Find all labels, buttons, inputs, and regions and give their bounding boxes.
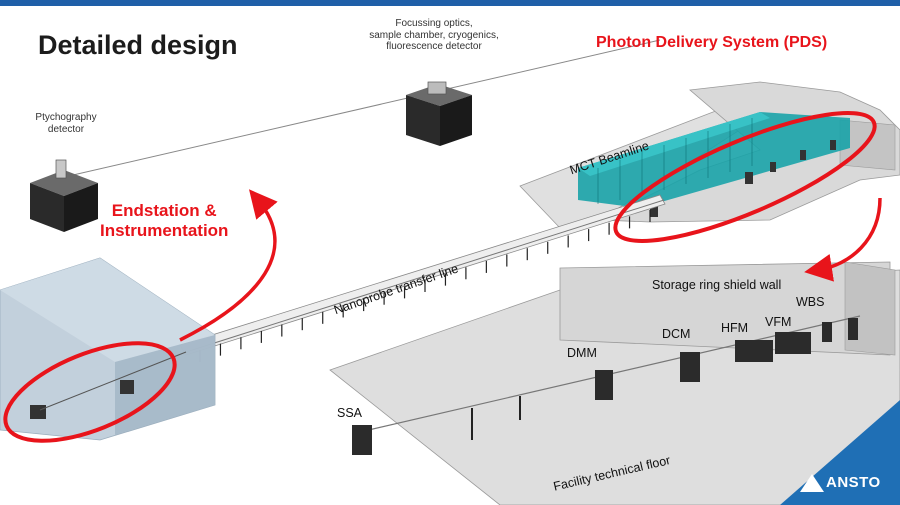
dmm-label: DMM	[567, 346, 597, 360]
hfm-label: HFM	[721, 321, 748, 335]
optics-label: Focussing optics, sample chamber, cryoge…	[352, 18, 516, 53]
top-banner	[0, 0, 900, 6]
endstation-enclosure	[0, 258, 215, 440]
focussing-optics-icon	[406, 82, 472, 146]
pds-arrow	[818, 198, 880, 270]
vfm-label: VFM	[765, 315, 791, 329]
page-title: Detailed design	[38, 30, 238, 61]
ptychography-detector-icon	[30, 160, 98, 232]
ssa-label: SSA	[337, 406, 362, 420]
shield-wall-label: Storage ring shield wall	[652, 278, 781, 292]
ptychography-label: Ptychography detector	[16, 112, 116, 135]
dcm-label: DCM	[662, 327, 690, 341]
wbs-label: WBS	[796, 295, 824, 309]
pds-label: Photon Delivery System (PDS)	[596, 34, 827, 52]
ansto-logo-text: ANSTO	[826, 474, 881, 491]
endstation-label: Endstation & Instrumentation	[100, 201, 228, 240]
